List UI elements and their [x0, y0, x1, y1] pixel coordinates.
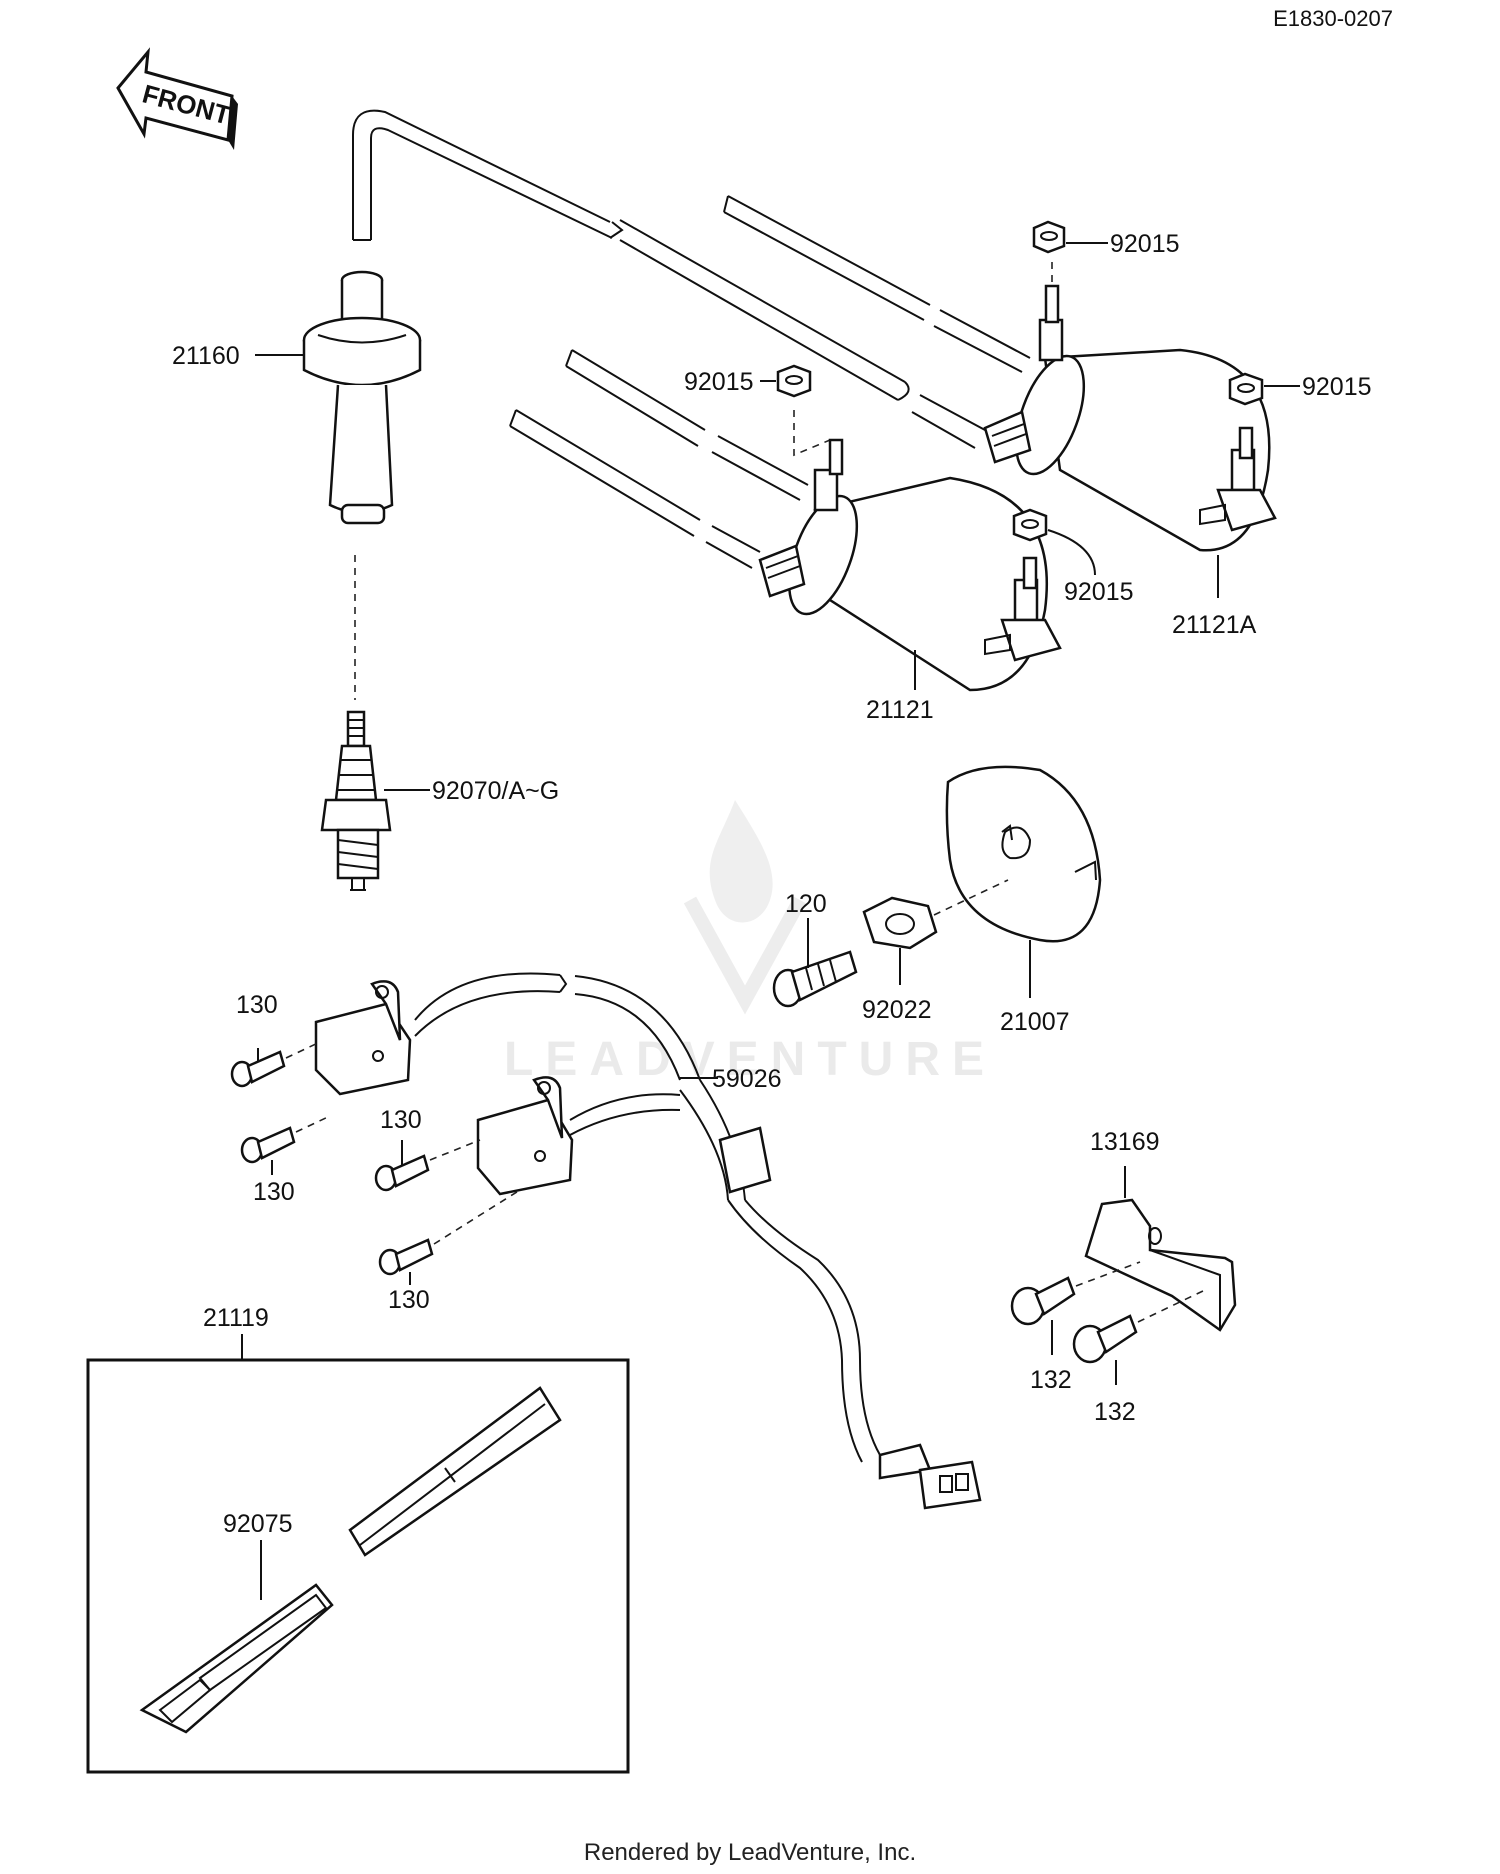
callout-screw-130-b: 130: [253, 1178, 295, 1206]
callout-bolt-120: 120: [785, 890, 827, 918]
spark-plug: [320, 710, 392, 891]
callout-nut-right-top: 92015: [1110, 230, 1180, 258]
callout-harness: 59026: [712, 1065, 782, 1093]
bracket-13169: [1084, 1198, 1237, 1332]
callout-screw-130-c: 130: [380, 1106, 422, 1134]
callout-plug-cap: 21160: [172, 342, 240, 370]
nut-right-top: [1032, 220, 1066, 324]
nut-left-side: [1012, 508, 1048, 590]
watermark-text: LEADVENTURE: [504, 1033, 996, 1086]
diagram-code: E1830-0207: [1273, 6, 1393, 31]
watermark-v-icon: [683, 896, 807, 1015]
bolt-120: [772, 950, 858, 1008]
hex-nut-92022: [862, 879, 1009, 950]
ignition-coil-left: [758, 468, 1062, 692]
screw-130-d: [378, 1189, 521, 1276]
ht-lead-long: [352, 109, 986, 449]
callout-bracket: 13169: [1090, 1128, 1160, 1156]
callout-cover: 92075: [223, 1510, 293, 1538]
callout-bolt-132-a: 132: [1030, 1366, 1072, 1394]
callout-nut-right-side: 92015: [1302, 373, 1372, 401]
wire-harness: [414, 972, 982, 1510]
screw-130-b: [240, 1115, 331, 1164]
footer-credit: Rendered by LeadVenture, Inc.: [584, 1839, 916, 1866]
plug-cap: [302, 270, 422, 525]
nut-left-top: [776, 364, 844, 476]
callout-bolt-132-b: 132: [1094, 1398, 1136, 1426]
kit-box: [86, 1358, 630, 1774]
cover-upper: [348, 1386, 562, 1557]
screw-130-a: [230, 1041, 321, 1088]
bolt-132-a: [1010, 1261, 1141, 1326]
callout-screw-130-d: 130: [388, 1286, 430, 1314]
callout-nut-92022: 92022: [862, 996, 932, 1024]
callout-nut-left-side: 92015: [1064, 578, 1134, 606]
front-arrow-icon: FRONT: [116, 47, 238, 150]
cover-lower: [139, 1583, 334, 1734]
pickup-coil-upper: [314, 980, 412, 1096]
callout-screw-130-a: 130: [236, 991, 278, 1019]
watermark: LEADVENTURE: [504, 800, 996, 1086]
leader-92015-ls: [1047, 529, 1096, 576]
ht-lead-left-front: [509, 409, 761, 569]
callout-coil-left: 21121: [866, 696, 934, 724]
callout-kit: 21119: [203, 1304, 269, 1332]
watermark-flame-icon: [709, 800, 773, 923]
bolt-132-b: [1072, 1289, 1206, 1364]
pickup-coil-lower: [476, 1076, 574, 1196]
ht-lead-right-back: [723, 195, 1031, 373]
ignition-coil-right: [983, 318, 1277, 552]
nut-right-side: [1228, 372, 1264, 460]
callout-nut-left-top: 92015: [684, 368, 754, 396]
callout-spark-plug: 92070/A~G: [432, 777, 559, 805]
timing-plate: [945, 765, 1102, 943]
callout-coil-right: 21121A: [1172, 611, 1257, 639]
screw-130-c: [374, 1139, 481, 1192]
ht-lead-left-back: [565, 349, 809, 501]
callout-plate: 21007: [1000, 1008, 1070, 1036]
